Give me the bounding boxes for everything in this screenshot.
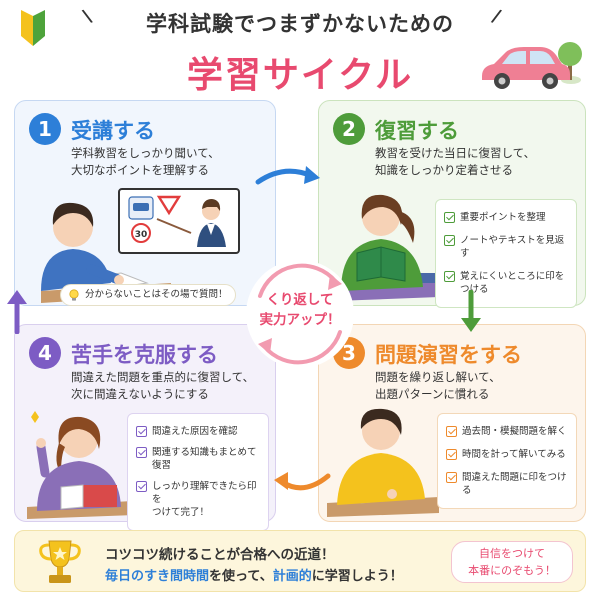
step-number-badge: 4 bbox=[29, 337, 61, 369]
check-icon bbox=[446, 426, 457, 437]
step-description: 問題を繰り返し解いて、 出題パターンに慣れる bbox=[375, 370, 501, 401]
header: \ 学科試験でつまずかないための / 学習サイクル bbox=[0, 0, 600, 96]
footer-banner: コツコツ続けることが合格への近道！ 毎日のすき間時間を使って、計画的に学習しよう… bbox=[14, 530, 586, 592]
step-title: 問題演習をする bbox=[375, 343, 522, 367]
footer-message: コツコツ続けることが合格への近道！ bbox=[105, 547, 335, 563]
tip-text: 分からないことはその場で質問！ bbox=[85, 289, 228, 300]
studying-student-illustration: 30 bbox=[41, 188, 240, 303]
check-icon bbox=[446, 472, 457, 483]
speed-sign-number: 30 bbox=[135, 230, 148, 240]
page-subtitle: 学科試験でつまずかないための bbox=[146, 12, 454, 36]
arrow-step2-to-step3 bbox=[461, 290, 481, 332]
reviewing-student-illustration bbox=[335, 194, 439, 301]
overcoming-student-illustration bbox=[27, 411, 133, 519]
step-2-checklist: 重要ポイントを整理 ノートやテキストを見返す 覚えにくいところに印をつける bbox=[435, 199, 577, 308]
step-1-card: 1 受講する 学科教習をしっかり聞いて、 大切なポイントを理解する 30 bbox=[14, 100, 276, 306]
checklist-item: 時間を計って解いてみる bbox=[446, 448, 568, 461]
checklist-item: 過去問・模擬問題を解く bbox=[446, 425, 568, 438]
check-icon bbox=[136, 481, 147, 492]
checklist-item: 間違えた原因を確認 bbox=[136, 425, 260, 438]
check-icon bbox=[136, 426, 147, 437]
footer-sub-message: 毎日のすき間時間を使って、計画的に学習しよう！ bbox=[105, 569, 403, 584]
tip-callout: 分からないことはその場で質問！ bbox=[60, 284, 236, 306]
step-3-card: 3 問題演習をする 問題を繰り返し解いて、 出題パターンに慣れる 過去問・模擬問… bbox=[318, 324, 586, 522]
step-4-checklist: 間違えた原因を確認 関連する知識もまとめて復習 しっかり理解できたら印をつけて完… bbox=[127, 413, 269, 531]
arrow-step4-to-step1 bbox=[7, 290, 27, 334]
page-title: 学習サイクル bbox=[186, 55, 414, 96]
step-title: 復習する bbox=[375, 119, 459, 143]
arrow-step3-to-step4 bbox=[274, 472, 331, 491]
step-title: 苦手を克服する bbox=[71, 343, 218, 367]
lightbulb-icon bbox=[69, 289, 79, 301]
check-icon bbox=[446, 449, 457, 460]
check-icon bbox=[444, 271, 455, 282]
step-description: 間違えた問題を重点的に復習して、 次に間違えないようにする bbox=[71, 370, 255, 401]
step-4-card: 4 苦手を克服する 間違えた問題を重点的に復習して、 次に間違えないようにする … bbox=[14, 324, 276, 531]
step-description: 学科教習をしっかり聞いて、 大切なポイントを理解する bbox=[71, 146, 220, 177]
checklist-item: 関連する知識もまとめて復習 bbox=[136, 446, 260, 472]
arrow-step1-to-step2 bbox=[255, 166, 320, 185]
checklist-item: 間違えた問題に印をつける bbox=[446, 471, 568, 497]
beginner-mark-icon bbox=[21, 10, 45, 46]
checklist-item: しっかり理解できたら印をつけて完了！ bbox=[136, 480, 260, 519]
checklist-item: 覚えにくいところに印をつける bbox=[444, 270, 568, 296]
step-description: 教習を受けた当日に復習して、 知識をしっかり定着させる bbox=[375, 146, 536, 177]
step-title: 受講する bbox=[71, 119, 155, 143]
check-icon bbox=[136, 447, 147, 458]
step-3-checklist: 過去問・模擬問題を解く 時間を計って解いてみる 間違えた問題に印をつける bbox=[437, 413, 577, 509]
step-number-badge: 2 bbox=[333, 113, 365, 145]
step-2-card: 2 復習する 教習を受けた当日に復習して、 知識をしっかり定着させる 重要ポイン… bbox=[318, 100, 586, 308]
encouragement-bubble: 自信をつけて 本番にのぞもう！ bbox=[451, 541, 573, 583]
cycle-center-label: くり返して 実力アップ！ bbox=[259, 292, 341, 328]
repeat-cycle-icon bbox=[246, 260, 354, 368]
checklist-item: ノートやテキストを見返す bbox=[444, 234, 568, 260]
practicing-student-illustration bbox=[327, 408, 439, 517]
check-icon bbox=[444, 235, 455, 246]
trophy-icon bbox=[39, 540, 81, 583]
check-icon bbox=[444, 212, 455, 223]
car-icon bbox=[482, 42, 582, 89]
checklist-item: 重要ポイントを整理 bbox=[444, 211, 568, 224]
step-number-badge: 1 bbox=[29, 113, 61, 145]
